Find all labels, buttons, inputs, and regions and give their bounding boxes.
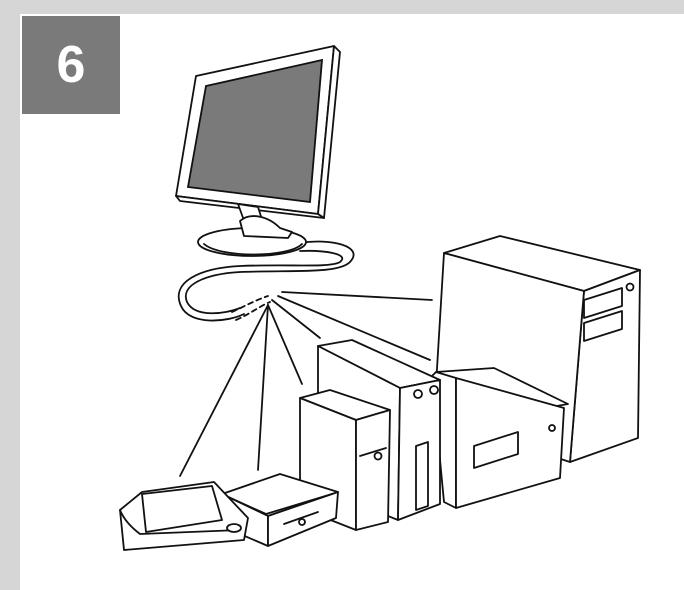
monitor-icon [176,46,340,256]
